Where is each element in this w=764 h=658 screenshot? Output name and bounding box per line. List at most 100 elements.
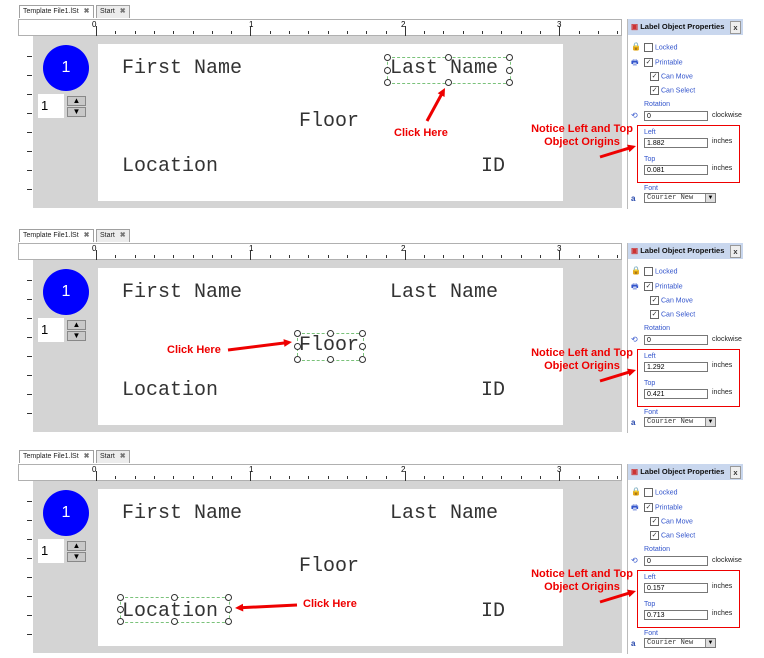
checkbox-box[interactable]: ✓ — [650, 72, 659, 81]
chevron-down-icon[interactable]: ▼ — [705, 194, 715, 202]
left-input[interactable]: 1.292 — [644, 362, 708, 372]
field-location[interactable]: Location — [122, 600, 219, 623]
can-move-checkbox[interactable]: ✓Can Move — [650, 296, 693, 305]
label-number-input[interactable]: 1 — [38, 318, 64, 342]
field-location[interactable]: Location — [122, 379, 219, 402]
field-last-name[interactable]: Last Name — [390, 281, 499, 304]
resize-handle[interactable] — [445, 54, 452, 61]
resize-handle[interactable] — [294, 356, 301, 363]
font-select[interactable]: Courier New ▼ — [644, 193, 716, 203]
close-panel-button[interactable]: x — [730, 466, 741, 479]
top-input[interactable]: 0.713 — [644, 610, 708, 620]
field-first-name[interactable]: First Name — [122, 57, 243, 80]
tab-start[interactable]: Start✖ — [96, 450, 130, 463]
field-last-name[interactable]: Last Name — [390, 57, 499, 80]
resize-handle[interactable] — [225, 606, 232, 613]
resize-handle[interactable] — [506, 66, 513, 74]
checkbox-box[interactable] — [644, 488, 653, 497]
locked-checkbox[interactable]: Locked — [644, 267, 678, 276]
checkbox-box[interactable]: ✓ — [650, 517, 659, 526]
resize-handle[interactable] — [326, 356, 334, 363]
checkbox-box[interactable]: ✓ — [650, 531, 659, 540]
font-select[interactable]: Courier New ▼ — [644, 638, 716, 648]
close-tab-icon[interactable]: ✖ — [119, 8, 126, 15]
checkbox-box[interactable]: ✓ — [650, 86, 659, 95]
field-id[interactable]: ID — [481, 600, 506, 623]
spin-down-button[interactable]: ▼ — [67, 107, 86, 117]
label-number-input[interactable]: 1 — [38, 539, 64, 563]
resize-handle[interactable] — [384, 79, 391, 86]
font-select[interactable]: Courier New ▼ — [644, 417, 716, 427]
close-panel-button[interactable]: x — [730, 21, 741, 34]
spin-up-button[interactable]: ▲ — [67, 96, 86, 106]
spin-down-button[interactable]: ▼ — [67, 552, 86, 562]
locked-checkbox[interactable]: Locked — [644, 488, 678, 497]
tab-template-file[interactable]: Template File1.lSt✖ — [19, 450, 94, 463]
resize-handle[interactable] — [225, 618, 232, 625]
tab-template-file[interactable]: Template File1.lSt✖ — [19, 229, 94, 242]
selection-box[interactable] — [294, 330, 366, 363]
spin-down-button[interactable]: ▼ — [67, 331, 86, 341]
resize-handle[interactable] — [326, 330, 334, 337]
tab-start[interactable]: Start✖ — [96, 5, 130, 18]
field-first-name[interactable]: First Name — [122, 281, 243, 304]
resize-handle[interactable] — [506, 79, 513, 86]
tab-template-file[interactable]: Template File1.lSt✖ — [19, 5, 94, 18]
can-move-checkbox[interactable]: ✓Can Move — [650, 517, 693, 526]
field-floor[interactable]: Floor — [299, 555, 360, 578]
rotation-input[interactable]: 0 — [644, 556, 708, 566]
printable-checkbox[interactable]: ✓Printable — [644, 58, 683, 67]
locked-checkbox[interactable]: Locked — [644, 43, 678, 52]
selection-box[interactable] — [384, 54, 513, 86]
close-tab-icon[interactable]: ✖ — [83, 232, 90, 239]
close-tab-icon[interactable]: ✖ — [83, 453, 90, 460]
field-id[interactable]: ID — [481, 155, 506, 178]
close-panel-button[interactable]: x — [730, 245, 741, 258]
resize-handle[interactable] — [384, 66, 391, 74]
can-move-checkbox[interactable]: ✓Can Move — [650, 72, 693, 81]
field-id[interactable]: ID — [481, 379, 506, 402]
rotation-input[interactable]: 0 — [644, 335, 708, 345]
label-number-input[interactable]: 1 — [38, 94, 64, 118]
resize-handle[interactable] — [445, 79, 452, 86]
resize-handle[interactable] — [117, 594, 124, 601]
spin-up-button[interactable]: ▲ — [67, 320, 86, 330]
rotation-input[interactable]: 0 — [644, 111, 708, 121]
can-select-checkbox[interactable]: ✓Can Select — [650, 310, 695, 319]
top-input[interactable]: 0.081 — [644, 165, 708, 175]
field-floor[interactable]: Floor — [299, 334, 360, 357]
field-last-name[interactable]: Last Name — [390, 502, 499, 525]
left-input[interactable]: 1.882 — [644, 138, 708, 148]
resize-handle[interactable] — [294, 343, 301, 350]
checkbox-box[interactable]: ✓ — [650, 310, 659, 319]
tab-start[interactable]: Start✖ — [96, 229, 130, 242]
resize-handle[interactable] — [384, 54, 391, 61]
close-tab-icon[interactable]: ✖ — [119, 453, 126, 460]
resize-handle[interactable] — [359, 343, 366, 350]
printable-checkbox[interactable]: ✓Printable — [644, 503, 683, 512]
resize-handle[interactable] — [359, 330, 366, 337]
printable-checkbox[interactable]: ✓Printable — [644, 282, 683, 291]
resize-handle[interactable] — [294, 330, 301, 337]
field-first-name[interactable]: First Name — [122, 502, 243, 525]
spin-up-button[interactable]: ▲ — [67, 541, 86, 551]
field-location[interactable]: Location — [122, 155, 219, 178]
checkbox-box[interactable]: ✓ — [644, 282, 653, 291]
checkbox-box[interactable]: ✓ — [650, 296, 659, 305]
can-select-checkbox[interactable]: ✓Can Select — [650, 531, 695, 540]
top-input[interactable]: 0.421 — [644, 389, 708, 399]
field-floor[interactable]: Floor — [299, 110, 360, 133]
chevron-down-icon[interactable]: ▼ — [705, 639, 715, 647]
can-select-checkbox[interactable]: ✓Can Select — [650, 86, 695, 95]
checkbox-box[interactable] — [644, 267, 653, 276]
checkbox-box[interactable] — [644, 43, 653, 52]
checkbox-box[interactable]: ✓ — [644, 58, 653, 67]
resize-handle[interactable] — [117, 606, 124, 613]
resize-handle[interactable] — [359, 356, 366, 363]
resize-handle[interactable] — [171, 618, 178, 625]
close-tab-icon[interactable]: ✖ — [83, 8, 90, 15]
resize-handle[interactable] — [225, 594, 232, 601]
close-tab-icon[interactable]: ✖ — [119, 232, 126, 239]
resize-handle[interactable] — [117, 618, 124, 625]
resize-handle[interactable] — [171, 594, 178, 601]
